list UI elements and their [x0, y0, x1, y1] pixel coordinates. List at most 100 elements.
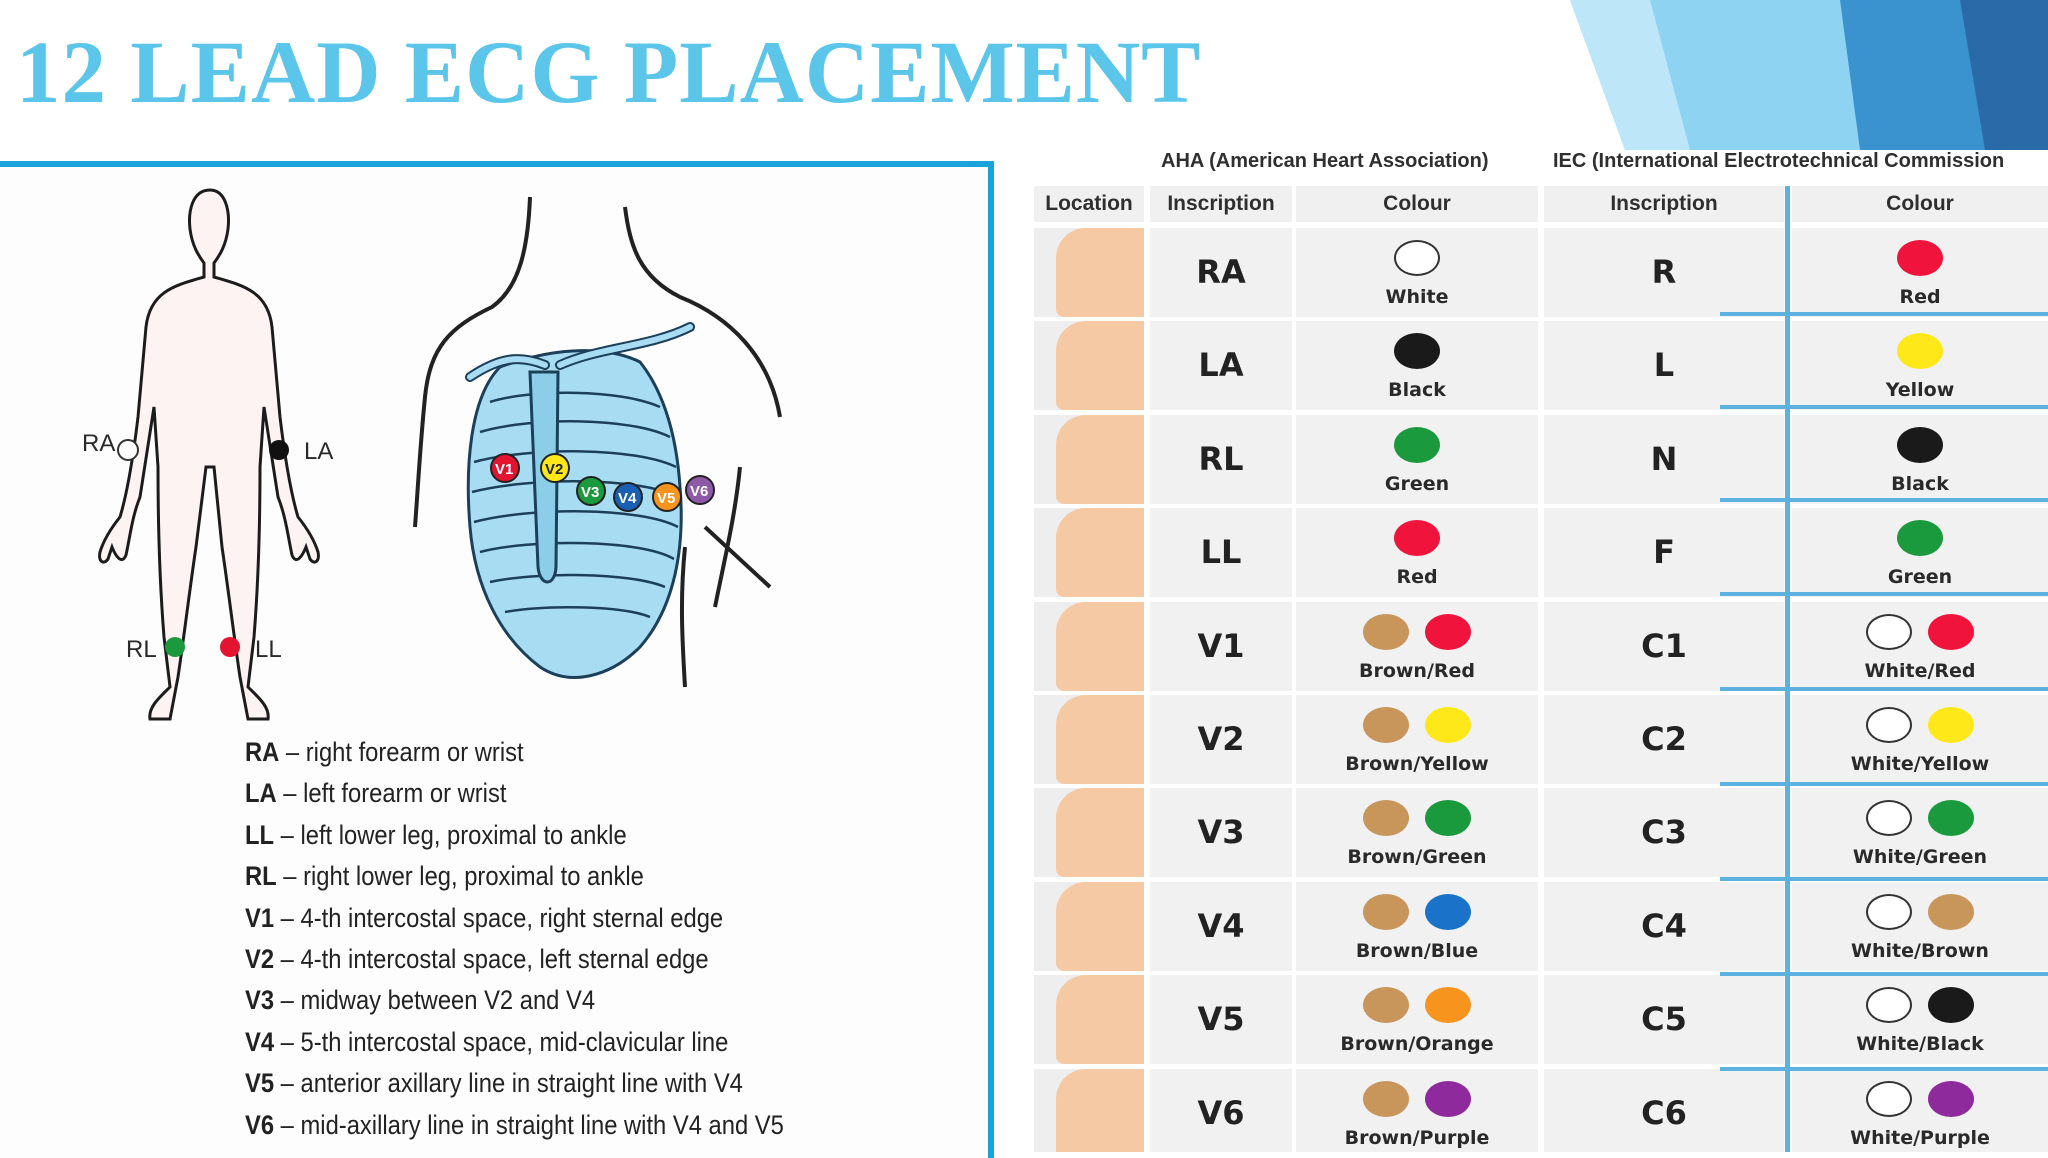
- location-thumbnail: [1034, 228, 1144, 317]
- brown-dot-icon: [1363, 1080, 1409, 1117]
- v3-electrode: [576, 476, 606, 506]
- iec-colour-column-header: Colour: [1792, 186, 2048, 222]
- torso-outline-right: [623, 206, 782, 418]
- legend-item: V3 – midway between V2 and V4: [245, 985, 596, 1016]
- colour-name: Green: [1384, 472, 1450, 495]
- aha-colour-cell: Red: [1296, 508, 1538, 598]
- location-thumbnail: [1034, 695, 1144, 784]
- aha-inscription-cell: LL: [1150, 508, 1292, 598]
- v6-label: V6: [690, 483, 708, 500]
- white-dot-icon: [1866, 707, 1912, 743]
- skin-silhouette: [1056, 414, 1144, 504]
- colour-name: White/Purple: [1850, 1126, 1990, 1149]
- location-thumbnail: [1034, 881, 1144, 971]
- iec-inscription-cell: L: [1544, 321, 1784, 411]
- iec-group-header: IEC (International Electrotechnical Comm…: [1553, 150, 2005, 172]
- la-electrode: [269, 440, 289, 460]
- iec-colour-cell: Green: [1792, 508, 2048, 598]
- aha-colour-cell: White: [1296, 228, 1538, 317]
- purple-dot-icon: [1928, 1080, 1974, 1117]
- white-dot-icon: [1394, 240, 1440, 276]
- ra-label: RA: [82, 430, 115, 457]
- aha-inscription-cell: RA: [1150, 228, 1292, 317]
- yellow-dot-icon: [1425, 707, 1471, 743]
- colour-name: Brown/Blue: [1355, 939, 1479, 962]
- green-dot-icon: [1897, 520, 1943, 557]
- v2-label: V2: [545, 461, 563, 478]
- aha-inscription-cell: V4: [1150, 881, 1292, 971]
- skin-silhouette: [1056, 881, 1144, 971]
- blue-dot-icon: [1425, 893, 1471, 930]
- skin-silhouette: [1056, 601, 1144, 691]
- legend-item: LA – left forearm or wrist: [245, 778, 507, 809]
- colour-name: White/Black: [1856, 1033, 1984, 1056]
- red-dot-icon: [1425, 613, 1471, 650]
- colour-name: White/Brown: [1851, 939, 1989, 962]
- colour-name: Brown/Yellow: [1345, 753, 1489, 775]
- location-thumbnail: [1034, 1068, 1144, 1152]
- black-dot-icon: [1928, 987, 1974, 1024]
- placement-panel: RA LA RL LL V1 V2: [0, 161, 994, 1158]
- v5-electrode: [652, 482, 682, 512]
- iec-colour-cell: White/Purple: [1792, 1068, 2048, 1152]
- iec-colour-cell: White/Green: [1792, 788, 2048, 878]
- iec-colour-cell: White/Black: [1792, 975, 2048, 1065]
- aha-inscription-cell: V2: [1150, 695, 1292, 784]
- yellow-dot-icon: [1897, 333, 1943, 370]
- red-dot-icon: [1897, 240, 1943, 276]
- ll-label: LL: [255, 636, 282, 663]
- iec-colour-cell: Black: [1792, 414, 2048, 504]
- location-column-header: Location: [1034, 186, 1144, 222]
- legend-item: V1 – 4-th intercostal space, right stern…: [245, 902, 724, 933]
- legend-item: RA – right forearm or wrist: [245, 737, 524, 767]
- white-dot-icon: [1866, 893, 1912, 930]
- black-dot-icon: [1394, 333, 1440, 370]
- aha-colour-column-header: Colour: [1296, 186, 1538, 222]
- colour-code-table: AHA (American Heart Association) IEC (In…: [1030, 142, 2048, 1152]
- location-thumbnail: [1034, 788, 1144, 878]
- colour-name: Brown/Green: [1347, 846, 1487, 869]
- white-dot-icon: [1866, 987, 1912, 1024]
- aha-colour-cell: Brown/Blue: [1296, 881, 1538, 971]
- aha-colour-cell: Brown/Red: [1296, 601, 1538, 691]
- brown-dot-icon: [1363, 987, 1409, 1024]
- green-dot-icon: [1394, 426, 1440, 463]
- white-dot-icon: [1866, 800, 1912, 837]
- red-dot-icon: [1928, 613, 1974, 650]
- v2-electrode: [540, 453, 570, 483]
- colour-name: Brown/Red: [1358, 659, 1476, 682]
- skin-silhouette: [1056, 228, 1144, 317]
- red-dot-icon: [1394, 520, 1440, 557]
- legend-item: V5 – anterior axillary line in straight …: [245, 1068, 743, 1099]
- aha-colour-cell: Brown/Orange: [1296, 975, 1538, 1065]
- v4-label: V4: [618, 490, 637, 507]
- iec-colour-cell: Yellow: [1792, 321, 2048, 411]
- skin-silhouette: [1056, 1068, 1144, 1152]
- iec-colour-cell: White/Yellow: [1792, 695, 2048, 784]
- colour-name: Brown/Purple: [1344, 1126, 1490, 1149]
- aha-colour-cell: Green: [1296, 414, 1538, 504]
- aha-colour-cell: Brown/Purple: [1296, 1068, 1538, 1152]
- location-thumbnail: [1034, 601, 1144, 691]
- skin-silhouette: [1056, 788, 1144, 878]
- legend-item: V4 – 5-th intercostal space, mid-clavicu…: [245, 1026, 729, 1057]
- brown-dot-icon: [1363, 613, 1409, 650]
- aha-inscription-column-header: Inscription: [1150, 186, 1292, 222]
- rib-cage: [466, 349, 683, 679]
- green-dot-icon: [1928, 800, 1974, 837]
- colour-name: White/Green: [1852, 846, 1988, 869]
- iec-inscription-cell: F: [1544, 508, 1784, 598]
- iec-inscription-column-header: Inscription: [1544, 186, 1784, 222]
- colour-name: White/Red: [1864, 659, 1976, 682]
- rl-label: RL: [126, 636, 157, 663]
- colour-name: Brown/Orange: [1340, 1033, 1494, 1056]
- aha-group-header: AHA (American Heart Association): [1161, 150, 1489, 172]
